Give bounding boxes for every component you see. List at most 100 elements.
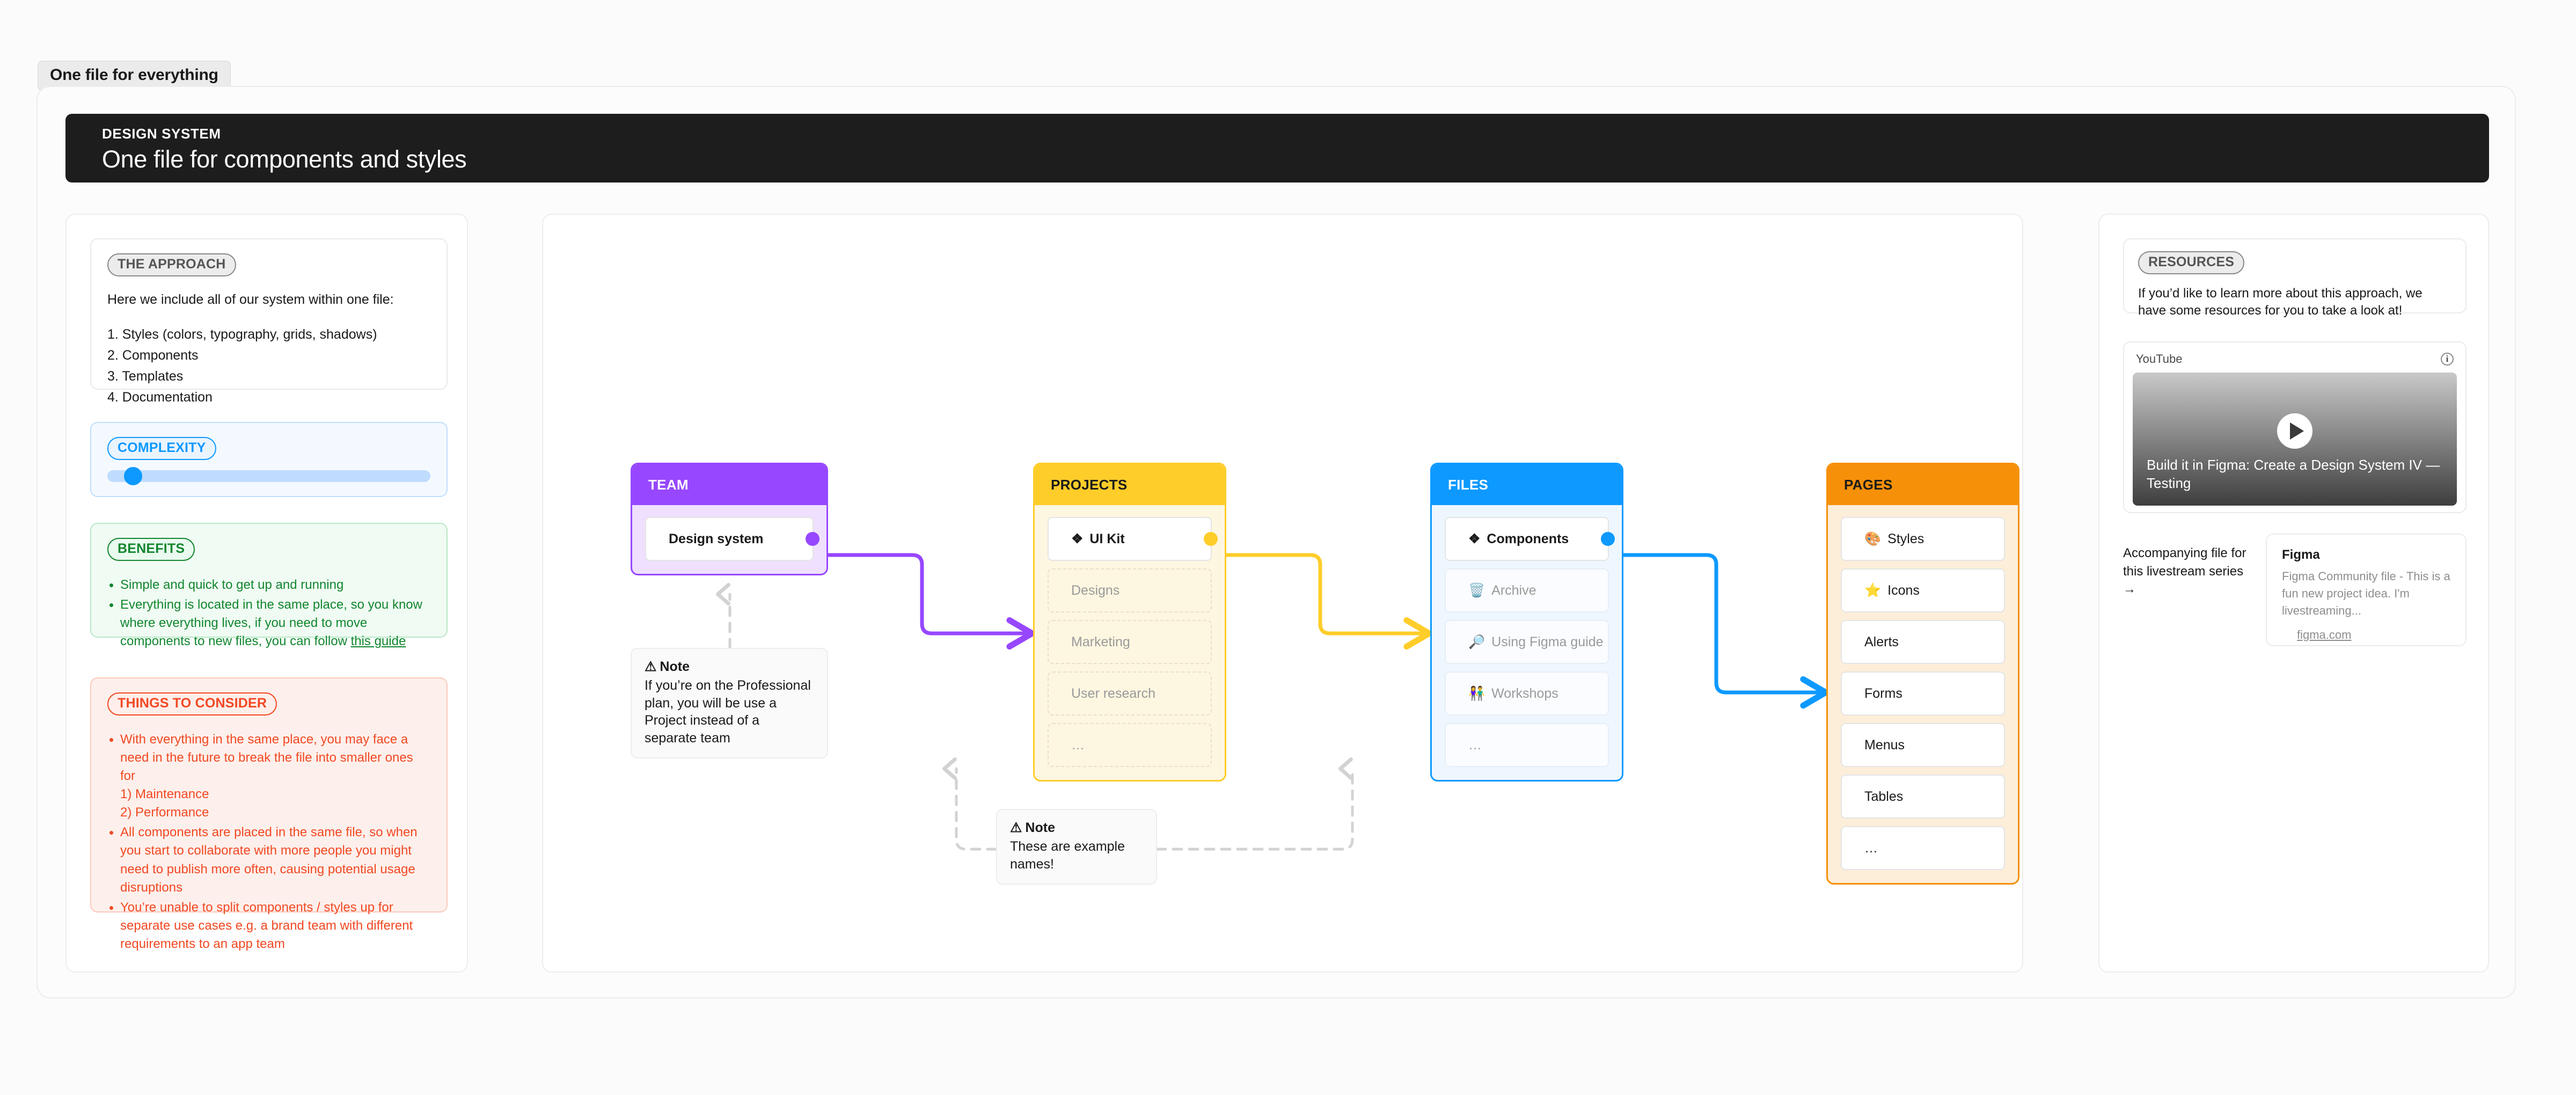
list-item: You’re unable to split components / styl…	[120, 899, 430, 953]
list-item: 1. Styles (colors, typography, grids, sh…	[107, 327, 377, 342]
wire-note-to-projects	[942, 757, 998, 851]
group-projects-body: ❖ UI Kit Designs Marketing User research…	[1035, 505, 1225, 780]
consider-badge: THINGS TO CONSIDER	[107, 692, 277, 716]
node-menus[interactable]: Menus	[1841, 723, 2005, 767]
connector-dot-yellow[interactable]	[1204, 532, 1218, 546]
group-projects-title: PROJECTS	[1035, 464, 1225, 505]
banner-eyebrow: DESIGN SYSTEM	[102, 126, 221, 142]
wire-files-to-pages	[1621, 553, 1829, 709]
board-frame: DESIGN SYSTEM One file for components an…	[36, 86, 2516, 998]
node-more-pages[interactable]: …	[1841, 826, 2005, 870]
note-team: ⚠Note If you’re on the Professional plan…	[631, 648, 828, 758]
approach-card: THE APPROACH Here we include all of our …	[90, 238, 448, 405]
diamond-icon: ❖	[1071, 531, 1084, 546]
group-files-title: FILES	[1432, 464, 1622, 505]
play-triangle	[2289, 422, 2304, 440]
right-panel: RESOURCES If you’d like to learn more ab…	[2098, 214, 2489, 973]
figma-com-link[interactable]: figma.com	[2297, 627, 2352, 641]
group-pages-body: 🎨 Styles ⭐ Icons Alerts Forms Menus Tab	[1828, 505, 2018, 883]
warning-icon: ⚠	[1010, 820, 1022, 835]
node-label: User research	[1071, 685, 1155, 701]
list-item: All components are placed in the same fi…	[120, 823, 430, 896]
node-archive[interactable]: 🗑️ Archive	[1445, 568, 1609, 612]
note-names-body: These are example names!	[1010, 839, 1125, 872]
node-ui-kit[interactable]: ❖ UI Kit	[1048, 517, 1218, 561]
group-files: FILES ❖ Components 🗑️ Archive 🔎 Using Fi…	[1430, 463, 1623, 782]
node-forms[interactable]: Forms	[1841, 671, 2005, 716]
group-files-body: ❖ Components 🗑️ Archive 🔎 Using Figma gu…	[1432, 505, 1622, 780]
node-label: Forms	[1864, 685, 1902, 701]
node-label: …	[1864, 840, 1878, 856]
node-marketing[interactable]: Marketing	[1048, 620, 1212, 664]
accompanying-text: Accompanying file for this livestream se…	[2123, 546, 2246, 597]
benefit-text-1: Simple and quick to get up and running	[120, 578, 344, 592]
node-icons[interactable]: ⭐ Icons	[1841, 568, 2005, 612]
list-item: 2. Components	[107, 348, 199, 363]
node-tables[interactable]: Tables	[1841, 775, 2005, 819]
resources-badge: RESOURCES	[2138, 251, 2245, 274]
video-thumbnail[interactable]: Build it in Figma: Create a Design Syste…	[2133, 373, 2457, 506]
embed-source-label: YouTube	[2136, 352, 2183, 366]
node-label: Workshops	[1491, 685, 1558, 701]
complexity-slider[interactable]	[107, 467, 430, 485]
note-example-names: ⚠Note These are example names!	[996, 809, 1157, 885]
list-item: Everything is located in the same place,…	[120, 596, 430, 651]
node-styles[interactable]: 🎨 Styles	[1841, 517, 2005, 561]
wire-team-to-projects	[826, 553, 1035, 650]
diamond-icon: ❖	[1468, 531, 1481, 546]
video-embed-card[interactable]: YouTube i Build it in Figma: Create a De…	[2123, 341, 2467, 513]
group-projects: PROJECTS ❖ UI Kit Designs Marketing User…	[1033, 463, 1226, 782]
slider-thumb[interactable]	[124, 467, 143, 485]
note-team-title: ⚠Note	[645, 659, 690, 674]
node-label: Styles	[1887, 531, 1924, 546]
connector-dot-blue[interactable]	[1601, 532, 1615, 546]
slider-track[interactable]	[107, 467, 430, 485]
embed-header: YouTube i	[2133, 351, 2457, 373]
trash-icon: 🗑️	[1468, 582, 1485, 598]
benefits-badge: BENEFITS	[107, 538, 195, 561]
consider-sub-1: 1) Maintenance	[120, 787, 209, 802]
this-guide-link[interactable]: this guide	[350, 634, 406, 649]
group-pages: PAGES 🎨 Styles ⭐ Icons Alerts Forms Menu…	[1826, 463, 2019, 885]
star-icon: ⭐	[1864, 582, 1882, 598]
group-team-body: Design system	[632, 505, 826, 574]
node-label: Icons	[1887, 582, 1920, 598]
node-workshops[interactable]: 👫 Workshops	[1445, 671, 1609, 716]
node-label: Using Figma guide	[1491, 634, 1604, 649]
complexity-badge: COMPLEXITY	[107, 437, 216, 460]
figma-card-title: Figma	[2282, 548, 2320, 562]
node-more-files[interactable]: …	[1445, 723, 1609, 767]
node-label: Components	[1487, 531, 1569, 546]
group-team-title: TEAM	[632, 464, 826, 505]
list-item: 4. Documentation	[107, 389, 213, 405]
node-using-figma-guide[interactable]: 🔎 Using Figma guide	[1445, 620, 1609, 664]
info-icon[interactable]: i	[2441, 353, 2454, 366]
node-label: UI Kit	[1089, 531, 1125, 546]
node-alerts[interactable]: Alerts	[1841, 620, 2005, 664]
node-user-research[interactable]: User research	[1048, 671, 1212, 716]
node-label: Marketing	[1071, 634, 1130, 649]
warning-icon: ⚠	[645, 659, 657, 674]
connector-dot-purple[interactable]	[806, 532, 819, 546]
approach-badge: THE APPROACH	[107, 253, 236, 276]
magnifier-icon: 🔎	[1468, 634, 1485, 649]
node-more-projects[interactable]: …	[1048, 723, 1212, 767]
figma-link-card[interactable]: Figma Figma Community file - This is a f…	[2266, 534, 2467, 646]
figma-card-description: Figma Community file - This is a fun new…	[2282, 570, 2450, 617]
palette-icon: 🎨	[1864, 531, 1882, 546]
video-title: Build it in Figma: Create a Design Syste…	[2147, 457, 2440, 492]
node-components[interactable]: ❖ Components	[1445, 517, 1615, 561]
benefit-text-2: Everything is located in the same place,…	[120, 597, 422, 649]
play-icon[interactable]	[2277, 413, 2312, 449]
consider-text-1: With everything in the same place, you m…	[120, 732, 413, 784]
node-design-system[interactable]: Design system	[645, 517, 819, 561]
node-label: Tables	[1864, 789, 1904, 804]
resources-text: If you’d like to learn more about this a…	[2138, 286, 2423, 318]
consider-card: THINGS TO CONSIDER With everything in th…	[90, 677, 448, 951]
node-designs[interactable]: Designs	[1048, 568, 1212, 612]
page-tab[interactable]: One file for everything	[38, 61, 231, 91]
node-label: …	[1468, 737, 1482, 753]
list-item: 3. Templates	[107, 368, 184, 384]
note-names-title: ⚠Note	[1010, 820, 1055, 835]
complexity-card: COMPLEXITY	[90, 422, 448, 497]
